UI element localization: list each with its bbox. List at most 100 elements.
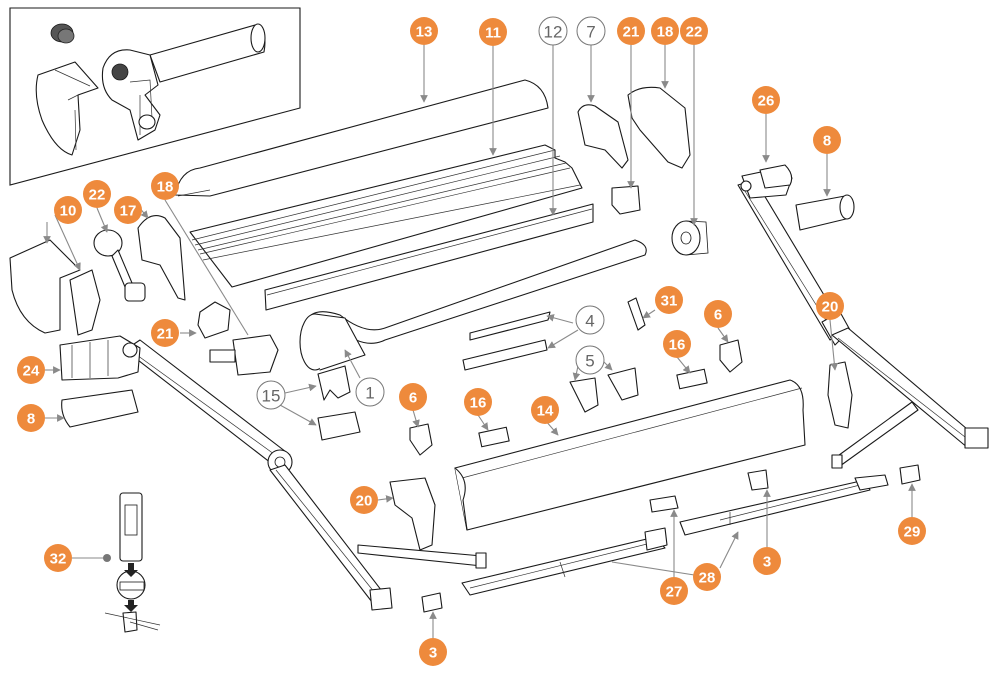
callout-circle <box>419 638 447 666</box>
callout-number: 20 <box>356 493 373 510</box>
callout-badge-outline-1: 1 <box>355 377 385 407</box>
callout-number: 26 <box>758 93 775 110</box>
callout-circle <box>410 17 438 45</box>
callout-badge-26: 26 <box>752 86 780 114</box>
callout-badge-20: 20 <box>350 486 378 514</box>
callout-circle <box>399 383 427 411</box>
part-18-cover-right <box>627 86 691 169</box>
callout-number: 32 <box>50 551 67 568</box>
callout-badge-6: 6 <box>704 300 732 328</box>
callout-number: 10 <box>60 203 77 220</box>
callout-badge-16: 16 <box>663 330 691 358</box>
part-8-cap-right <box>795 194 855 231</box>
front-load-bar <box>454 379 806 531</box>
inset-motor-detail <box>9 7 301 186</box>
part-3-clamp-left <box>421 592 443 613</box>
callout-circle <box>898 517 926 545</box>
callout-circle <box>575 345 605 375</box>
callout-number: 22 <box>686 24 703 41</box>
part-6-clamp-right <box>719 339 743 373</box>
callout-circle <box>355 377 385 407</box>
callout-circle <box>663 330 691 358</box>
left-arm <box>59 335 393 611</box>
callout-badge-13: 13 <box>410 17 438 45</box>
callout-number: 20 <box>822 299 839 316</box>
callout-badge-6: 6 <box>399 383 427 411</box>
callout-number: 27 <box>666 584 683 601</box>
callout-number: 15 <box>262 387 281 406</box>
part-18-cover-left <box>9 239 81 334</box>
part-15-plate <box>317 365 351 401</box>
down-arrow-icon <box>124 600 138 612</box>
callout-badge-21: 21 <box>151 319 179 347</box>
callout-number: 17 <box>120 203 137 220</box>
callout-badge-14: 14 <box>531 396 559 424</box>
part-3-clamp-right <box>899 464 921 485</box>
callout-circle <box>704 300 732 328</box>
callout-number: 16 <box>669 337 686 354</box>
down-arrow-icon <box>124 563 138 577</box>
callout-number: 16 <box>470 395 487 412</box>
callout-number: 6 <box>714 307 722 324</box>
callout-number: 8 <box>823 133 831 150</box>
callout-circle <box>753 547 781 575</box>
callout-number: 29 <box>904 524 921 541</box>
part-15-bracket <box>317 411 361 441</box>
callout-number: 1 <box>365 384 374 403</box>
callout-circle <box>813 126 841 154</box>
callout-circle <box>479 18 507 46</box>
part-28-clip <box>747 469 769 491</box>
inset-roller-tube <box>149 23 266 83</box>
left-support-strut <box>357 544 487 569</box>
callout-circle <box>256 380 286 410</box>
callout-number: 7 <box>586 23 595 42</box>
part-5-bracket-b <box>607 367 639 401</box>
lower-rail-right <box>679 474 889 536</box>
callout-circle <box>576 16 606 46</box>
callout-badge-29: 29 <box>898 517 926 545</box>
callout-circle <box>816 292 844 320</box>
callout-circle <box>44 544 72 572</box>
part-16-block-right <box>676 368 708 390</box>
callout-circle <box>660 577 688 605</box>
callout-circle <box>464 388 492 416</box>
callout-badge-outline-12: 12 <box>538 16 568 46</box>
part-26-arm-head <box>759 164 793 189</box>
callout-badge-27: 27 <box>660 577 688 605</box>
callout-badge-21: 21 <box>617 17 645 45</box>
callout-badge-20: 20 <box>816 292 844 320</box>
inset-end-plug <box>50 23 75 44</box>
callout-circle <box>350 486 378 514</box>
part-32-remote-control <box>104 492 161 633</box>
callout-circle <box>651 17 679 45</box>
callout-number: 6 <box>409 390 417 407</box>
callout-badge-22: 22 <box>680 17 708 45</box>
callout-number: 18 <box>657 24 674 41</box>
part-22-drum <box>671 220 709 256</box>
callout-number: 4 <box>585 312 594 331</box>
callout-badge-31: 31 <box>655 286 683 314</box>
callout-number: 13 <box>416 24 433 41</box>
callout-badge-18: 18 <box>151 172 179 200</box>
callout-badge-16: 16 <box>464 388 492 416</box>
bullet-dot-icon <box>103 554 111 562</box>
small-parts <box>9 86 921 633</box>
callout-number: 21 <box>623 24 640 41</box>
callout-circle <box>17 356 45 384</box>
cassette-top-profile <box>174 79 549 197</box>
part-29-bracket <box>649 495 679 513</box>
callout-number: 3 <box>763 554 771 571</box>
callout-badge-outline-15: 15 <box>256 380 286 410</box>
part-18-cover-left-inner <box>69 269 101 336</box>
front-bar-cover-profile <box>264 203 594 311</box>
callout-badge-17: 17 <box>114 196 142 224</box>
callout-badge-8: 8 <box>813 126 841 154</box>
inset-end-cover <box>35 61 99 156</box>
lower-rail-left <box>461 527 668 596</box>
callout-number: 22 <box>89 187 106 204</box>
callout-badge-outline-7: 7 <box>576 16 606 46</box>
callout-circle <box>151 319 179 347</box>
part-8-cap-left <box>61 389 139 428</box>
callout-circle <box>680 17 708 45</box>
part-4-rail-lower <box>462 339 548 371</box>
